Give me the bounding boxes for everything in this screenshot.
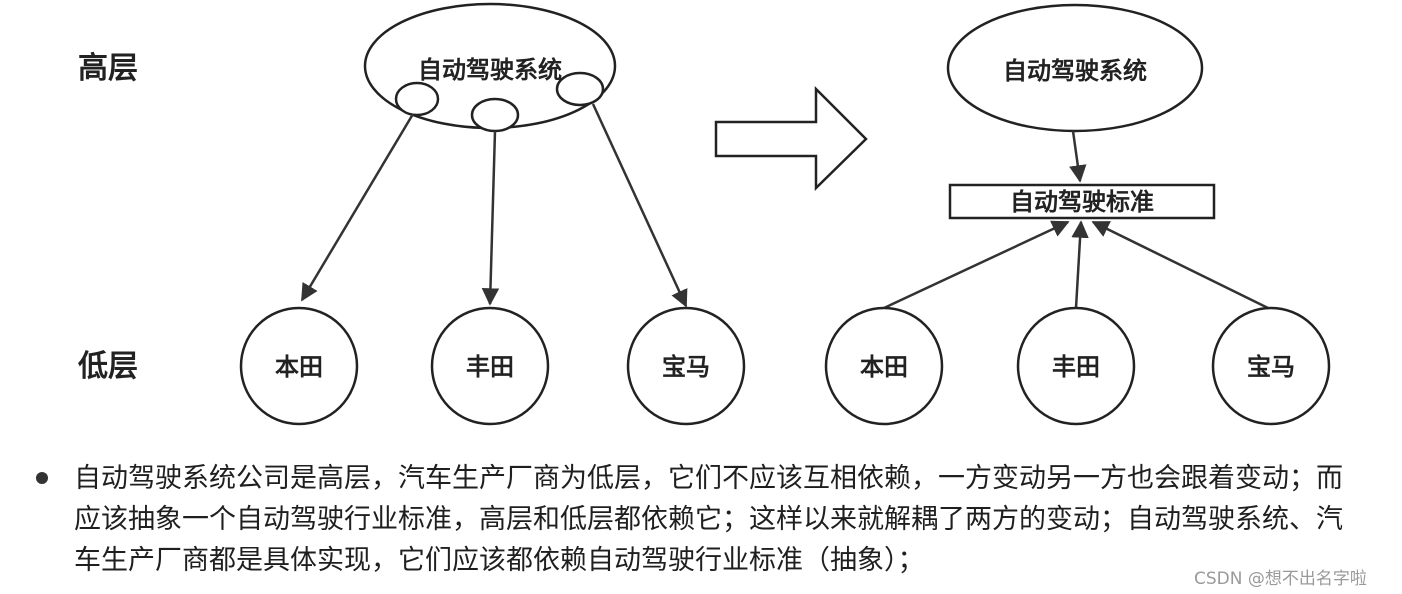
after-maker-bmw-node (1211, 306, 1331, 426)
dependency-diagram: 高层 低层 自动驾驶系统 本田 丰田 宝马 自动驾驶系统 自动驾驶标准 本 (77, 2, 1331, 426)
after-diagram: 自动驾驶系统 自动驾驶标准 本田 丰田 宝马 (824, 3, 1331, 426)
before-diagram: 自动驾驶系统 本田 丰田 宝马 (239, 2, 746, 426)
before-maker-honda-label: 本田 (275, 353, 323, 381)
watermark: CSDN @想不出名字啦 (1194, 569, 1367, 589)
high-tier-label: 高层 (78, 51, 138, 86)
after-arrow-system-to-standard (1069, 130, 1087, 183)
before-port-3 (555, 71, 605, 107)
before-port-2 (470, 97, 520, 133)
before-system-label: 自动驾驶系统 (418, 56, 562, 84)
before-port-1 (394, 81, 440, 117)
after-system-label: 自动驾驶系统 (1003, 57, 1147, 85)
before-maker-toyota-node (430, 306, 550, 426)
after-maker-honda-node (824, 306, 944, 426)
after-maker-bmw-label: 宝马 (1247, 353, 1295, 381)
before-arrow-toyota (481, 130, 500, 306)
after-maker-toyota-node (1016, 306, 1136, 426)
bullet-dot (36, 472, 48, 484)
caption-paragraph: 自动驾驶系统公司是高层，汽车生产厂商为低层，它们不应该互相依赖，一方变动另一方也… (74, 463, 1343, 576)
before-maker-honda-node (239, 306, 359, 426)
after-standard-box (948, 183, 1216, 220)
after-system-node (946, 3, 1204, 133)
after-arrow-honda-to-standard (883, 220, 1070, 310)
transition-arrow (714, 85, 868, 191)
after-standard-label: 自动驾驶标准 (1010, 188, 1154, 216)
after-maker-honda-label: 本田 (860, 353, 908, 381)
after-maker-toyota-label: 丰田 (1052, 353, 1100, 381)
after-arrow-toyota-to-standard (1071, 220, 1089, 309)
before-arrow-bmw (591, 103, 688, 308)
before-arrow-honda (300, 113, 415, 302)
low-tier-label: 低层 (77, 349, 138, 384)
after-arrow-bmw-to-standard (1091, 220, 1269, 310)
before-maker-bmw-node (626, 306, 746, 426)
before-maker-bmw-label: 宝马 (662, 353, 710, 381)
before-maker-toyota-label: 丰田 (466, 353, 514, 381)
